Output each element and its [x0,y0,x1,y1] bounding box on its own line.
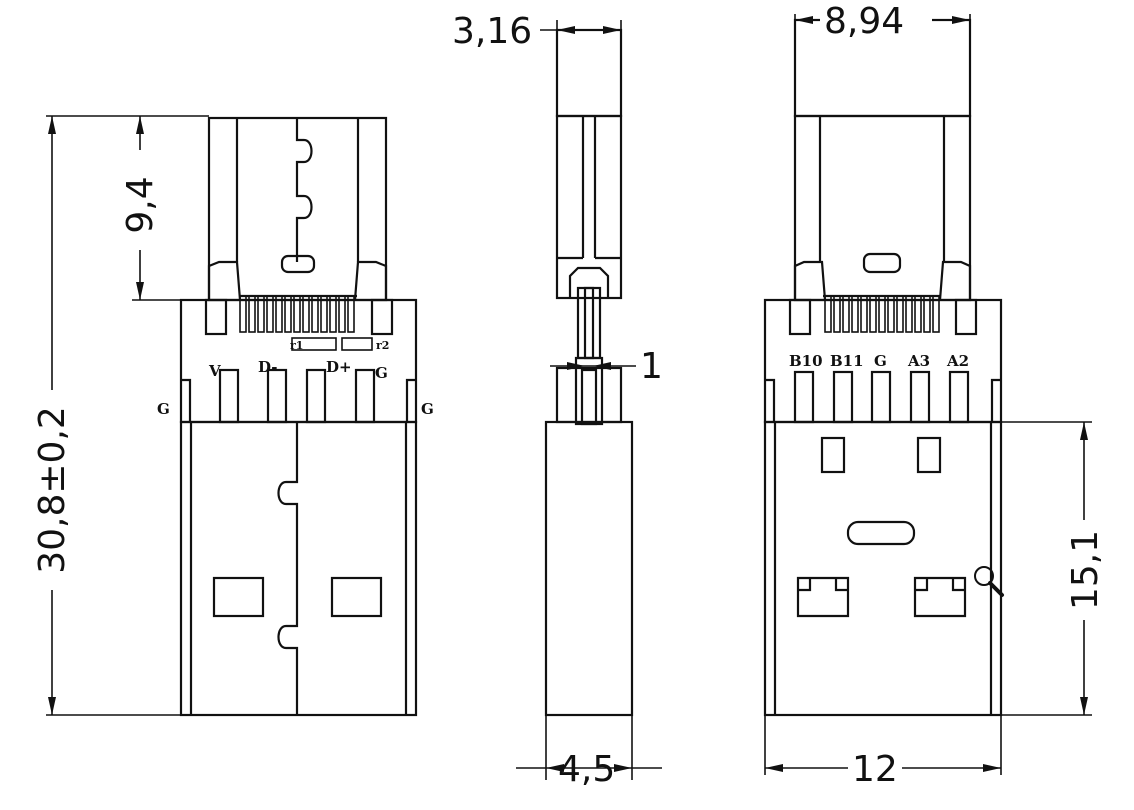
front-label-g-right: G [421,400,434,418]
dim-typec-width: 8,94 [794,1,971,116]
front-label-v: V [208,362,221,380]
dim-pcb-thickness-label: 1 [640,346,663,387]
dim-typec-width-label: 8,94 [824,1,904,42]
dim-typec-length: 9,4 [120,116,209,301]
rear-label-a3: A3 [907,352,930,370]
front-label-g-inner: G [375,364,388,382]
rear-label-b11: B11 [830,352,864,370]
dim-pcb-thickness: 1 [550,346,663,387]
front-view: r1 r2 V D- D+ G G G [32,115,434,717]
dim-typec-thickness: 3,16 [452,11,622,116]
dim-typec-length-label: 9,4 [120,176,161,233]
dim-plug-thickness-label: 4,5 [558,749,615,790]
front-label-r2: r2 [376,339,389,352]
side-view: 3,16 1 4,5 [452,11,663,790]
front-label-g-left: G [157,400,170,418]
dim-plug-length: 15,1 [1001,421,1106,716]
front-contact-pads [204,294,394,336]
rear-view: B10 B11 G A3 A2 8,94 [763,1,1106,790]
front-pcb: r1 r2 V D- D+ G [179,294,418,424]
front-usb-a-shell [179,420,418,717]
rear-label-b10: B10 [789,352,823,370]
dim-overall-length-label: 30,8±0,2 [32,406,73,574]
rear-label-g: G [874,352,887,370]
front-label-r1: r1 [290,339,303,352]
rear-label-a2: A2 [946,352,969,370]
dim-plug-width-label: 12 [852,749,898,790]
dim-plug-thickness: 4,5 [516,715,662,790]
dim-plug-width: 12 [764,715,1002,790]
front-typec-receptacle [207,116,388,302]
front-label-d-plus: D+ [326,358,352,376]
magnifier-icon [974,566,1004,597]
front-label-d-minus: D- [258,358,278,376]
dim-typec-thickness-label: 3,16 [452,11,532,52]
dim-plug-length-label: 15,1 [1065,530,1106,610]
dim-overall-length: 30,8±0,2 [32,115,209,716]
rear-contact-pads [824,295,940,333]
